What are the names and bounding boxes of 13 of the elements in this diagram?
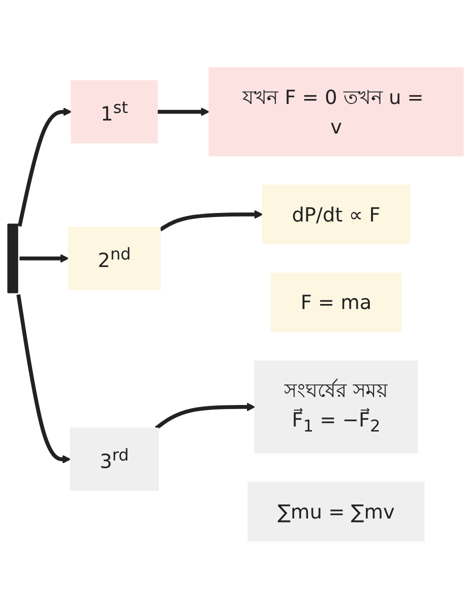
node-box: সংঘর্ষের সময় F⃗$_{1}$ = −F⃗$_{2}$ — [254, 360, 418, 454]
arrow — [157, 107, 210, 116]
arrow — [154, 402, 256, 430]
node-box: 1$^{st}$ — [70, 80, 158, 144]
arrow — [20, 254, 69, 262]
arrow — [18, 107, 72, 226]
node-box: F = ma — [270, 272, 402, 332]
arrow — [16, 294, 71, 464]
node-box: dP/dt ∝ F — [262, 184, 410, 244]
node-box: 3$^{rd}$ — [70, 427, 159, 490]
arrow — [159, 210, 263, 232]
node-box: যখন F = 0 তখন u = v — [208, 66, 464, 156]
node-box: 2$^{nd}$ — [68, 226, 161, 290]
